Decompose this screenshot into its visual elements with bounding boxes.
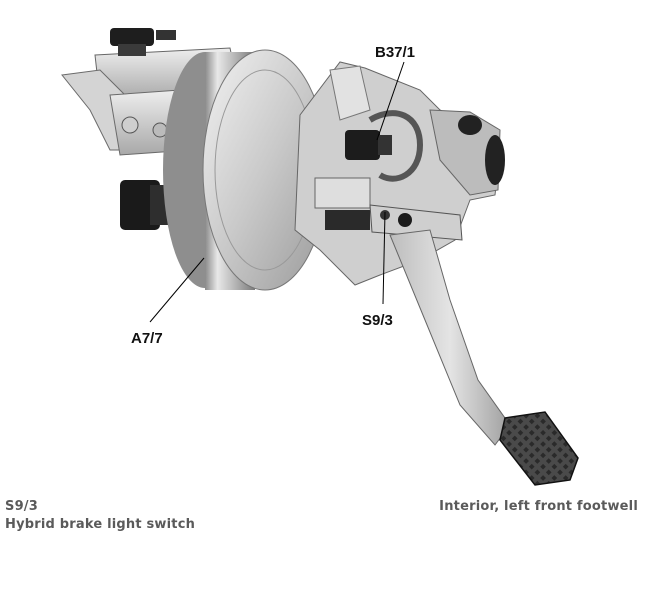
brake-pedal-assembly-illustration: B37/1 A7/7 S9/3 bbox=[61, 28, 579, 486]
component-name: Hybrid brake light switch bbox=[5, 517, 196, 532]
callout-s9-3: S9/3 bbox=[362, 312, 393, 329]
leader-line-b37 bbox=[376, 61, 405, 141]
component-code: S9/3 bbox=[5, 499, 39, 514]
hybrid-brake-light-switch bbox=[314, 177, 463, 241]
leader-line-s9 bbox=[382, 211, 386, 305]
leader-line-a7 bbox=[149, 257, 205, 323]
reservoir-cap bbox=[110, 28, 154, 46]
brake-pedal-arm bbox=[389, 229, 511, 446]
component-location: Interior, left front footwell bbox=[439, 499, 638, 514]
callout-a7-7: A7/7 bbox=[131, 330, 163, 347]
pedal-value-sensor bbox=[345, 110, 424, 182]
callout-b37-1: B37/1 bbox=[375, 44, 415, 61]
brake-pedal-pad bbox=[499, 411, 579, 486]
